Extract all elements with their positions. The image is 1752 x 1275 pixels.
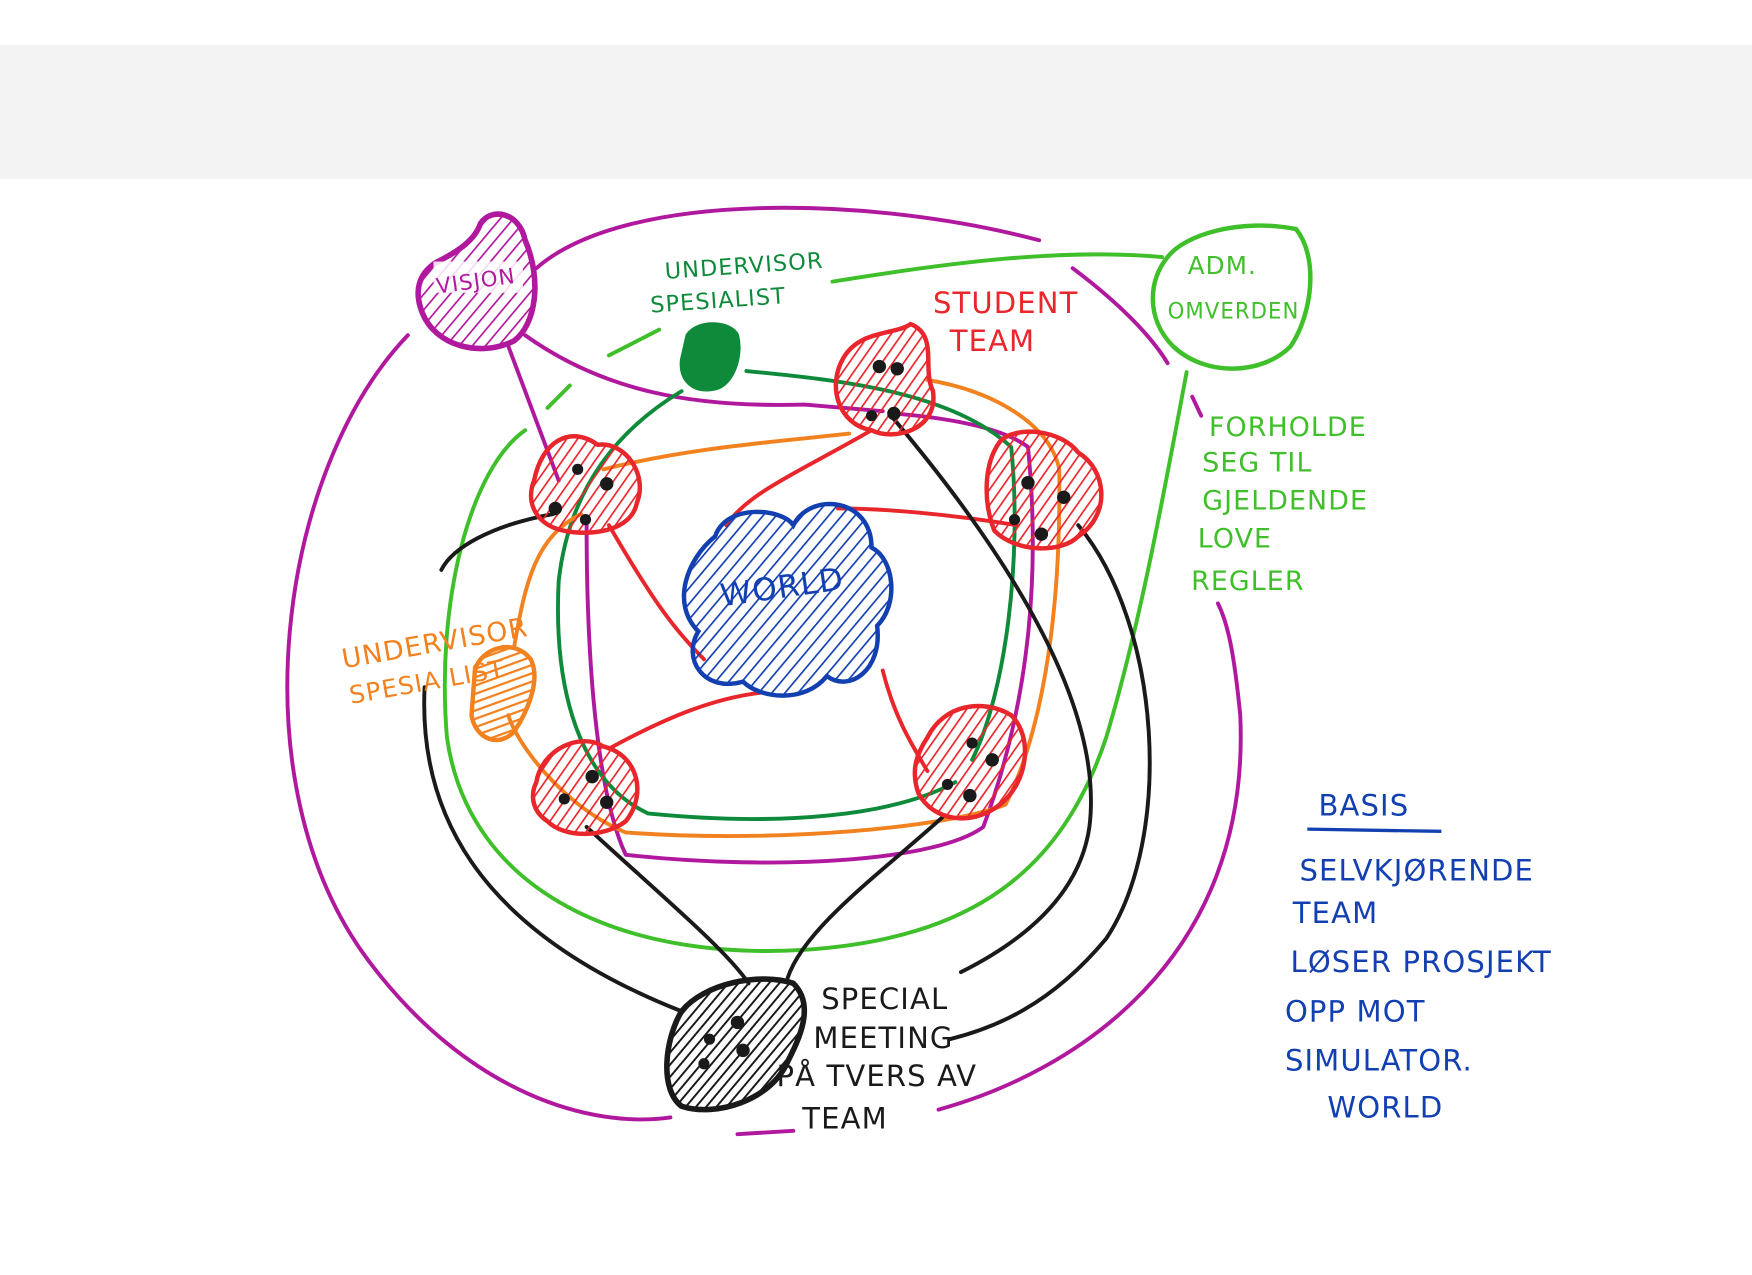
rules-line: LOVE: [1198, 524, 1272, 555]
student-team-right-top: [984, 429, 1104, 551]
basis-line: SELVKJØRENDE: [1299, 854, 1534, 888]
adm-environment-node: ADM. OMVERDEN: [1150, 223, 1313, 371]
basis-line: WORLD: [1327, 1090, 1443, 1124]
basis-title: BASIS: [1318, 789, 1409, 823]
student-team-right-bottom: [912, 703, 1028, 821]
rules-line: FORHOLDE: [1209, 412, 1367, 443]
student-team-label-2: TEAM: [949, 324, 1035, 358]
basis-line: LØSER PROSJEKT: [1291, 945, 1552, 979]
special-meeting-node: SPECIAL MEETING PÅ TVERS AV TEAM: [664, 976, 978, 1136]
world-node: WORLD: [681, 501, 894, 698]
vision-node: VISJON: [415, 211, 538, 352]
rules-note: FORHOLDE SEG TIL GJELDENDE LOVE REGLER: [1191, 412, 1368, 597]
adm-label-1: ADM.: [1188, 251, 1257, 280]
meeting-label-1: SPECIAL: [821, 982, 948, 1016]
student-team-left-bottom: [530, 739, 640, 837]
student-team-left-top: [528, 434, 643, 535]
basis-underline: [1307, 827, 1442, 834]
paper-fold-shadow: [0, 44, 1752, 179]
student-team-label-1: STUDENT: [933, 286, 1078, 320]
rules-line: GJELDENDE: [1202, 486, 1368, 517]
meeting-label-4: TEAM: [801, 1102, 888, 1136]
basis-line: SIMULATOR.: [1285, 1043, 1473, 1077]
rules-line: SEG TIL: [1202, 448, 1312, 479]
basis-note: BASIS SELVKJØRENDE TEAM LØSER PROSJEKT O…: [1285, 789, 1552, 1125]
meeting-label-2: MEETING: [813, 1021, 953, 1055]
student-team-top: [833, 321, 936, 437]
meeting-connections: [422, 417, 1152, 1042]
basis-line: TEAM: [1292, 896, 1379, 930]
meeting-label-3: PÅ TVERS AV: [777, 1059, 978, 1093]
basis-line: OPP MOT: [1285, 994, 1426, 1028]
adm-label-2: OMVERDEN: [1168, 298, 1300, 324]
rules-line: REGLER: [1191, 566, 1305, 597]
